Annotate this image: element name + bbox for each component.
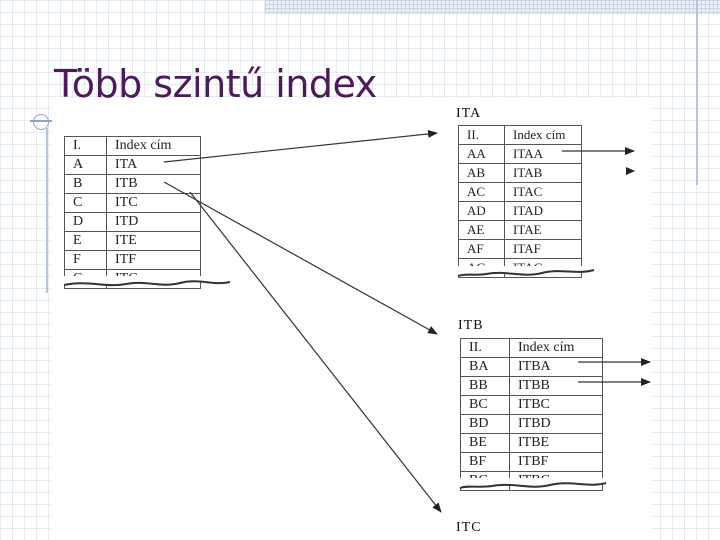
table-header-row: II. Index cím xyxy=(460,338,603,358)
arrow-itb-pointer xyxy=(163,181,438,335)
cell-key: AC xyxy=(458,182,505,202)
slide-left-border-line xyxy=(46,128,48,293)
header-index-address: Index cím xyxy=(504,125,582,145)
cell-key: AD xyxy=(458,201,505,221)
slide-right-border-line xyxy=(696,0,698,185)
header-index-address: Index cím xyxy=(106,136,201,156)
arrow-itc-pointer xyxy=(189,191,442,513)
slide-top-band xyxy=(265,0,720,14)
cell-address: ITBD xyxy=(509,414,603,434)
header-level: II. xyxy=(460,338,510,358)
ita-table-torn-edge xyxy=(457,266,595,277)
itb-table-torn-edge xyxy=(459,478,607,489)
table-header-row: II. Index cím xyxy=(458,125,582,145)
itb-table-label: ITB xyxy=(458,318,484,333)
cell-key: AE xyxy=(458,220,505,240)
table-header-row: I. Index cím xyxy=(64,136,201,156)
arrow-ita-pointer xyxy=(163,129,438,163)
level1-table-torn-edge xyxy=(63,276,231,287)
header-index-address: Index cím xyxy=(509,338,603,358)
arrow-itab-stub xyxy=(626,167,635,175)
cell-address: ITBE xyxy=(509,433,603,453)
ita-table-label: ITA xyxy=(456,106,482,121)
cell-address: ITD xyxy=(106,212,201,232)
itc-table-label: ITC xyxy=(456,520,482,535)
title-bullet-circle xyxy=(33,114,49,130)
cell-key: BB xyxy=(460,376,510,396)
cell-address: ITAC xyxy=(504,182,582,202)
cell-key: BC xyxy=(460,395,510,415)
cell-key: BD xyxy=(460,414,510,434)
cell-key: AA xyxy=(458,144,505,164)
